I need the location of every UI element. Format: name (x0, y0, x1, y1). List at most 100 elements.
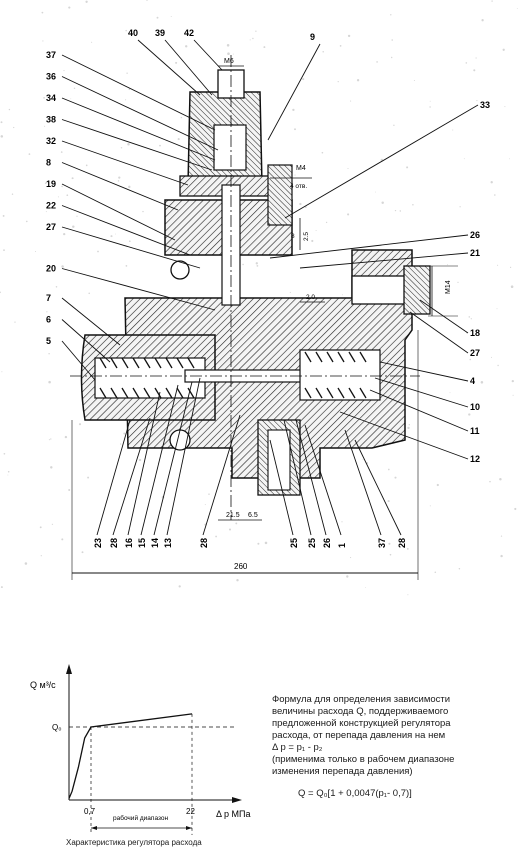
scan-speck (449, 392, 451, 394)
callout-leader (295, 419, 327, 536)
scan-speck (0, 291, 1, 294)
scan-speck (365, 587, 366, 588)
range-arrow-left (91, 826, 97, 830)
scan-speck (46, 267, 49, 270)
scan-speck (346, 575, 349, 578)
scan-speck (504, 106, 506, 108)
scan-speck (429, 505, 431, 507)
formula-block: Формула для определения зависимости вели… (272, 694, 508, 800)
callout-leader (354, 439, 402, 536)
scan-speck (57, 196, 59, 198)
spring-coil (176, 357, 184, 369)
callout-label: 16 (124, 538, 134, 548)
scan-speck (125, 29, 127, 32)
callout-leader (379, 361, 469, 382)
range-arrow-right (186, 826, 192, 830)
scan-speck (175, 61, 178, 64)
spring-coil (110, 357, 118, 369)
callout-leader (61, 297, 121, 346)
scan-speck (125, 265, 128, 267)
column-bore (213, 124, 247, 171)
dim-65: 6.5 (248, 512, 258, 519)
scan-speck (25, 220, 28, 223)
scan-speck (463, 158, 465, 160)
callout-leader (284, 104, 479, 219)
scan-speck (436, 483, 439, 487)
callout-leader (374, 377, 469, 408)
callout-leader (137, 39, 201, 96)
scan-speck (159, 144, 161, 147)
regulator-assembly-drawing: M6 M4 4 отв. 8 2.5 2.0 M14 21.5 6.5 260 … (0, 0, 518, 596)
scan-speck (387, 500, 390, 503)
scan-speck (235, 522, 238, 525)
scan-speck (42, 40, 44, 42)
scan-speck (452, 129, 454, 131)
scan-speck (39, 526, 42, 529)
scan-speck (315, 230, 317, 231)
scan-speck (242, 263, 244, 266)
spring-coil (337, 387, 345, 399)
scan-speck (289, 291, 291, 293)
callout-label: 26 (470, 230, 480, 240)
spring-coil (359, 351, 367, 363)
callout-label: 36 (46, 72, 56, 82)
scan-speck (325, 221, 328, 224)
scan-speck (429, 100, 431, 102)
scan-speck (302, 78, 305, 81)
scan-speck (356, 79, 360, 82)
chart-marks (68, 713, 236, 835)
callout-leader (164, 39, 213, 96)
x-tick-1: 0,7 (84, 807, 96, 816)
scan-speck (264, 541, 268, 545)
scan-speck (394, 476, 397, 479)
spring-coil (165, 387, 173, 399)
scan-speck (249, 39, 251, 41)
y-tick-q0: Q₀ (52, 723, 62, 732)
scan-speck (76, 215, 78, 217)
scan-speck (347, 213, 350, 216)
scan-speck (61, 185, 63, 188)
scan-speck (78, 423, 82, 426)
formula-equation: Q = Q₀[1 + 0,0047(p₁- 0,7)] (298, 788, 412, 799)
scan-speck (71, 177, 74, 180)
scan-speck (24, 562, 28, 565)
scan-speck (228, 528, 232, 531)
scan-speck (128, 185, 131, 189)
scan-speck (177, 138, 180, 141)
scan-speck (347, 34, 351, 38)
dim-215: 21.5 (226, 512, 240, 519)
scan-speck (11, 193, 14, 195)
scan-speck (44, 125, 46, 127)
y-axis-arrow (66, 664, 72, 674)
scan-speck (85, 0, 88, 3)
scan-speck (50, 466, 53, 469)
callout-leader (269, 439, 294, 536)
scan-speck (170, 16, 172, 17)
scan-speck (391, 56, 393, 59)
dim-m4: M4 (296, 165, 306, 172)
bottom-bore (267, 429, 291, 491)
scan-speck (473, 69, 476, 72)
scan-speck (407, 594, 409, 596)
x-axis-label: Δ p МПа (216, 809, 251, 819)
scan-speck (2, 214, 5, 217)
scan-speck (45, 211, 47, 213)
spring-coil (121, 387, 129, 399)
scan-speck (497, 264, 499, 266)
callout-label: 28 (199, 538, 209, 548)
callout-leader (61, 97, 216, 161)
scan-speck (481, 19, 484, 22)
callout-label: 10 (470, 402, 480, 412)
scan-speck (509, 266, 512, 269)
scan-speck (489, 480, 491, 483)
scan-speck (429, 106, 431, 108)
scan-speck (459, 206, 461, 208)
scan-speck (178, 585, 181, 588)
formula-line: изменения перепада давления) (272, 766, 413, 777)
spring-coil (99, 387, 107, 399)
scan-speck (226, 44, 230, 47)
callout-leader (153, 381, 193, 536)
spring-coil (304, 351, 312, 363)
scan-speck (13, 126, 15, 129)
right-boss (267, 164, 293, 226)
